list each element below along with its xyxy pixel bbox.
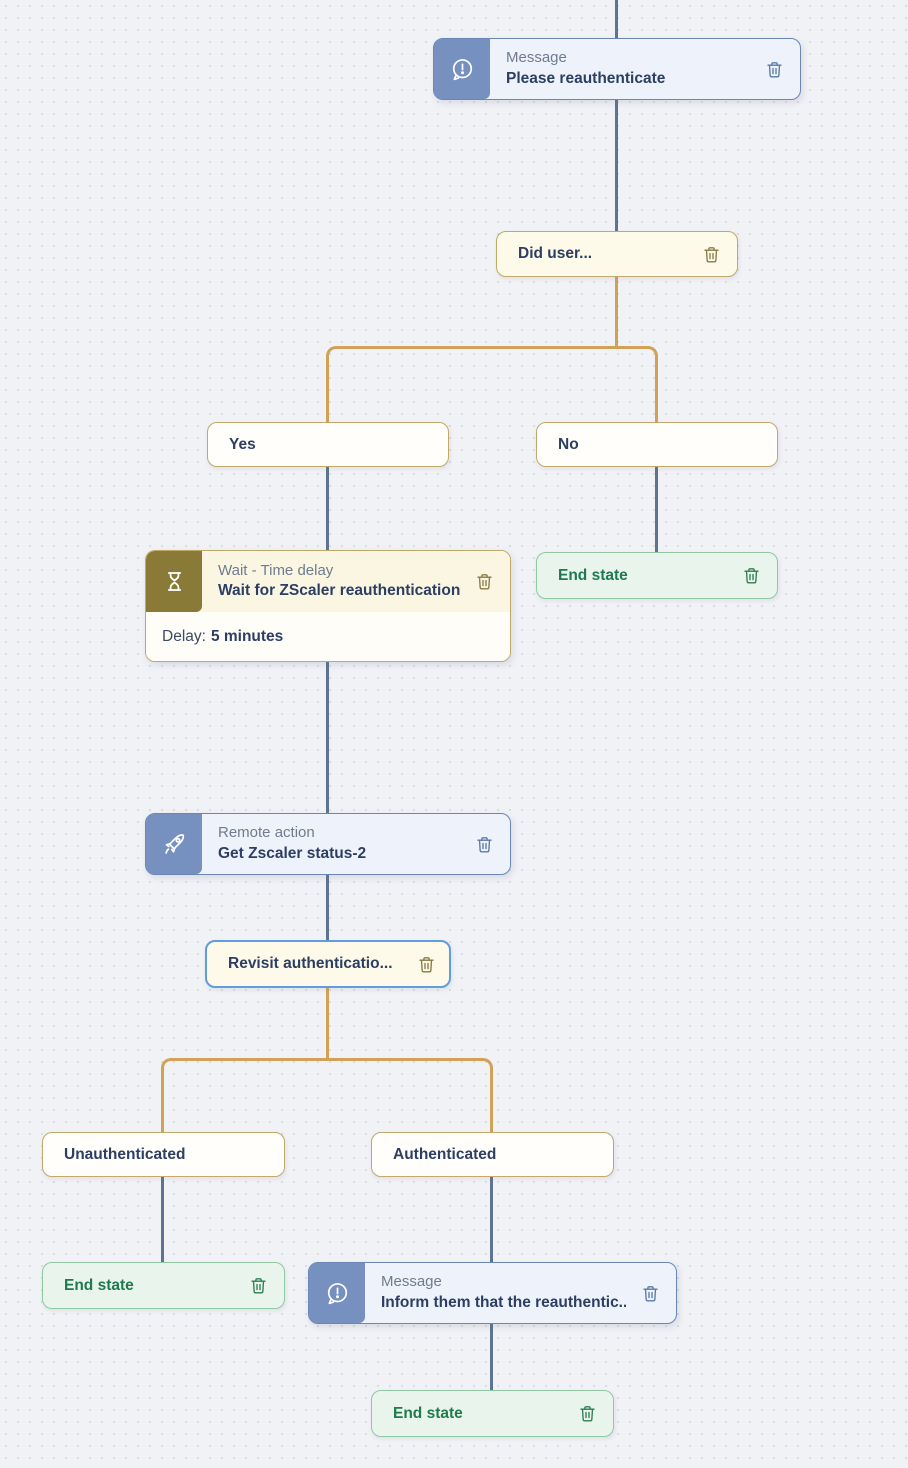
detail-label: Delay: (162, 627, 206, 645)
connector-decision1-stem (615, 277, 618, 348)
node-label: Did user... (518, 245, 593, 262)
connector-incoming-top (615, 0, 618, 38)
branch-label: Unauthenticated (64, 1145, 186, 1163)
branch-no[interactable]: No (536, 422, 778, 467)
hourglass-icon (146, 551, 202, 612)
connector-remote-to-decision2 (326, 875, 329, 941)
branch-label: Authenticated (393, 1145, 497, 1163)
trash-icon (476, 574, 492, 590)
branch-unauthenticated[interactable]: Unauthenticated (42, 1132, 285, 1177)
delete-node-button[interactable] (638, 1263, 662, 1323)
delete-node-button[interactable] (762, 39, 786, 99)
node-message-please-reauthenticate[interactable]: Message Please reauthenticate (433, 38, 801, 100)
connector-message-to-endstate (490, 1324, 493, 1391)
node-label: End state (393, 1404, 463, 1422)
connector-unauth-to-endstate (161, 1177, 164, 1263)
connector-decision1-branch (326, 346, 658, 422)
trash-icon (743, 568, 759, 584)
speech-bubble-exclamation-icon (309, 1263, 365, 1323)
node-type-label: Message (506, 49, 567, 67)
branch-label: Yes (229, 435, 256, 453)
node-label: Revisit authenticatio... (228, 955, 393, 972)
rocket-icon (146, 814, 202, 874)
connector-yes-to-wait (326, 467, 329, 551)
connector-wait-to-remote (326, 662, 329, 814)
trash-icon (703, 246, 719, 262)
branch-label: No (558, 435, 579, 453)
delete-node-button[interactable] (699, 244, 723, 265)
connector-no-to-endstate (655, 467, 658, 553)
trash-icon (766, 61, 782, 77)
connector-message-to-decision (615, 100, 618, 231)
connector-auth-to-message (490, 1177, 493, 1263)
node-end-state-unauthenticated[interactable]: End state (42, 1262, 285, 1309)
delete-node-button[interactable] (472, 551, 496, 612)
node-type-label: Remote action (218, 824, 315, 842)
delete-node-button[interactable] (472, 814, 496, 874)
node-label: End state (558, 566, 628, 584)
node-type-label: Wait - Time delay (218, 561, 334, 579)
delete-node-button[interactable] (414, 954, 438, 975)
node-type-label: Message (381, 1273, 442, 1291)
trash-icon (418, 956, 434, 972)
branch-yes[interactable]: Yes (207, 422, 449, 467)
trash-icon (476, 836, 492, 852)
connector-decision2-stem (326, 988, 329, 1060)
node-title: Wait for ZScaler reauthentication (218, 582, 460, 600)
branch-authenticated[interactable]: Authenticated (371, 1132, 614, 1177)
trash-icon (579, 1406, 595, 1422)
trash-icon (642, 1285, 658, 1301)
node-message-inform-reauthentication[interactable]: Message Inform them that the reauthentic… (308, 1262, 677, 1324)
node-decision-did-user[interactable]: Did user... (496, 231, 738, 277)
detail-value: 5 minutes (210, 627, 284, 645)
node-title: Inform them that the reauthentic... (381, 1293, 626, 1311)
speech-bubble-exclamation-icon (434, 39, 490, 99)
node-decision-revisit-authentication[interactable]: Revisit authenticatio... (205, 940, 451, 988)
node-title: Get Zscaler status-2 (218, 844, 367, 862)
delete-node-button[interactable] (575, 1403, 599, 1424)
node-title: Please reauthenticate (506, 69, 666, 87)
node-label: End state (64, 1276, 134, 1294)
node-detail: Delay: 5 minutes (146, 612, 510, 661)
node-end-state-final[interactable]: End state (371, 1390, 614, 1437)
trash-icon (250, 1278, 266, 1294)
delete-node-button[interactable] (246, 1275, 270, 1296)
node-end-state-no-branch[interactable]: End state (536, 552, 778, 599)
node-wait-time-delay[interactable]: Wait - Time delay Wait for ZScaler reaut… (145, 550, 511, 662)
node-remote-action-get-zscaler-status[interactable]: Remote action Get Zscaler status-2 (145, 813, 511, 875)
connector-decision2-branch (161, 1058, 493, 1132)
delete-node-button[interactable] (739, 565, 763, 586)
